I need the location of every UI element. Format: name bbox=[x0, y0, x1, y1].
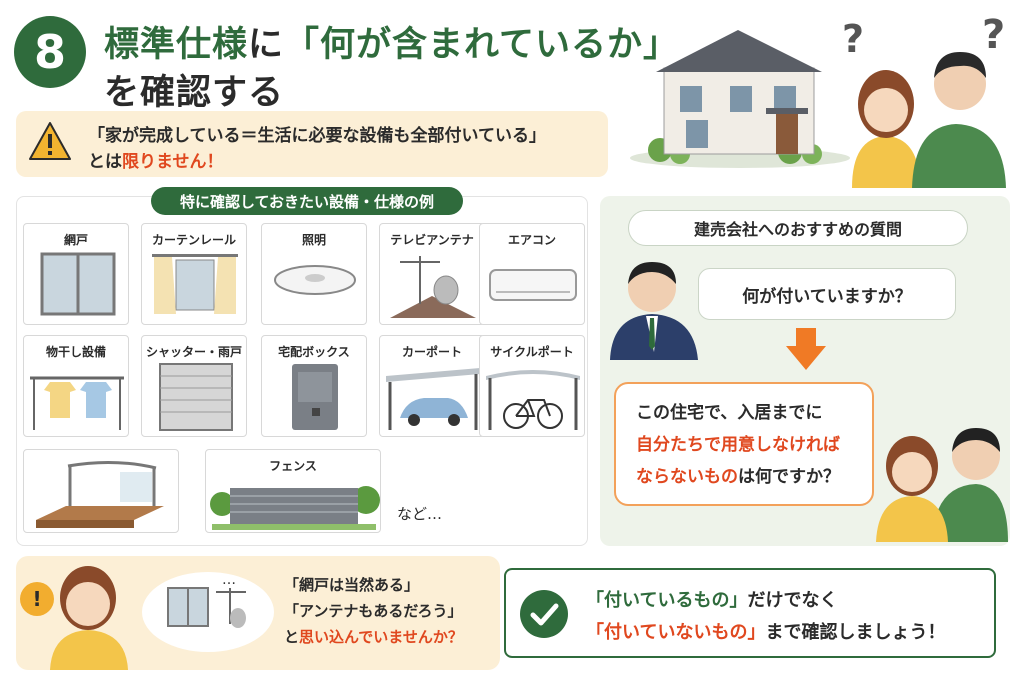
question-bubble-2: この住宅で、入居までに 自分たちで用意しなければ ならないものは何ですか？ bbox=[614, 382, 874, 506]
equipment-panel: 特に確認しておきたい設備・仕様の例 網戸 カーテンレール 照明 テレビアンテナ … bbox=[16, 187, 588, 546]
equip-card-curtain-rail: カーテンレール bbox=[141, 223, 247, 325]
assumption-line1: 「網戸は当然ある」 bbox=[284, 576, 420, 594]
equip-card-carport: カーポート bbox=[379, 335, 485, 437]
equip-label: フェンス bbox=[269, 459, 317, 473]
question-bubble-1: 何が付いていますか？ bbox=[698, 268, 956, 320]
warning-emphasis: 限りません！ bbox=[122, 152, 224, 172]
step-number-badge: 8 bbox=[14, 16, 86, 88]
ceiling-light-icon bbox=[274, 265, 356, 295]
conclusion-green: 「付いているもの」 bbox=[586, 590, 748, 611]
assumption-prefix: と bbox=[284, 628, 300, 646]
exclamation-icon: ! bbox=[20, 582, 54, 616]
cycle-port-icon bbox=[486, 370, 580, 430]
equip-label: サイクルポート bbox=[490, 345, 574, 359]
etc-text: など… bbox=[397, 505, 443, 523]
equip-label: 物干し設備 bbox=[45, 345, 106, 359]
equip-card-cycle-port: サイクルポート bbox=[479, 335, 585, 437]
check-icon bbox=[520, 590, 568, 638]
couple-asking-illustration bbox=[876, 428, 1008, 542]
carport-icon bbox=[386, 368, 480, 430]
house-couple-illustration: ? ? bbox=[630, 12, 1006, 188]
warning-box: 「家が完成している＝生活に必要な設備も全部付いている」 とは限りません！ bbox=[16, 111, 608, 177]
equip-label: エアコン bbox=[507, 233, 556, 247]
title-standard-spec: 標準仕様 bbox=[104, 25, 249, 65]
conclusion-red: 「付いていないもの」 bbox=[586, 622, 766, 643]
q2-line1: この住宅で、入居までに bbox=[636, 403, 823, 423]
delivery-box-icon bbox=[292, 364, 338, 430]
equipment-panel-title: 特に確認しておきたい設備・仕様の例 bbox=[151, 187, 463, 215]
equip-card-deck bbox=[23, 449, 179, 533]
question-panel: 建売会社へのおすすめの質問 何が付いていますか？ この住宅で、入居までに 自分た… bbox=[600, 196, 1010, 546]
equip-label: 照明 bbox=[301, 233, 326, 247]
q2-line2: 自分たちで用意しなければ bbox=[636, 435, 840, 455]
woman-pointing-illustration bbox=[50, 566, 128, 670]
air-conditioner-icon bbox=[489, 269, 577, 301]
clothes-drying-icon bbox=[30, 376, 124, 430]
equip-card-shutter: シャッター・雨戸 bbox=[141, 335, 247, 437]
curtain-rail-icon bbox=[152, 254, 238, 314]
q2-line3: ならないものは何ですか？ bbox=[636, 462, 840, 487]
conclusion-line2: 「付いていないもの」まで確認しましょう！ bbox=[586, 618, 945, 644]
shutter-icon bbox=[159, 363, 233, 431]
fence-icon bbox=[210, 486, 380, 530]
equip-card-screen-door: 網戸 bbox=[23, 223, 129, 325]
assumption-line3: と思い込んでいませんか？ bbox=[284, 626, 463, 647]
warning-icon bbox=[29, 122, 71, 160]
q2-rest: は何ですか？ bbox=[738, 467, 840, 487]
question-panel-title: 建売会社へのおすすめの質問 bbox=[628, 210, 968, 246]
screen-door-icon bbox=[40, 252, 116, 316]
equip-label: テレビアンテナ bbox=[390, 233, 474, 247]
title-particle: に bbox=[248, 25, 285, 65]
conclusion-line1: 「付いているもの」だけでなく bbox=[586, 586, 837, 612]
equip-card-fence: フェンス bbox=[205, 449, 381, 533]
woman-thinking bbox=[852, 70, 920, 188]
equip-card-air-conditioner: エアコン bbox=[479, 223, 585, 325]
equip-label: 網戸 bbox=[63, 233, 88, 247]
question-mark-icon: ? bbox=[842, 17, 864, 61]
thought-cloud-illustration: … bbox=[142, 572, 274, 652]
conclusion-rest2: まで確認しましょう！ bbox=[765, 622, 946, 643]
assumption-box: ! … 「網戸は当然ある」 「アンテナもあるだろう」 と思い込んでいませんか？ bbox=[16, 556, 500, 670]
equip-label: カーテンレール bbox=[151, 233, 236, 247]
equip-label: 宅配ボックス bbox=[278, 345, 350, 359]
equip-card-delivery-box: 宅配ボックス bbox=[261, 335, 367, 437]
warning-prefix: とは bbox=[88, 152, 122, 172]
equip-card-lighting: 照明 bbox=[261, 223, 367, 325]
arrow-down-icon bbox=[786, 328, 826, 370]
page-title-line1: 標準仕様に「何が含まれているか」 bbox=[104, 16, 679, 67]
man-thinking bbox=[912, 52, 1006, 188]
tv-antenna-icon bbox=[390, 256, 476, 318]
equip-label: カーポート bbox=[401, 345, 462, 359]
equip-card-clothes-drying: 物干し設備 bbox=[23, 335, 129, 437]
salesman-illustration bbox=[610, 262, 698, 360]
equip-label: シャッター・雨戸 bbox=[145, 345, 242, 359]
conclusion-box: 「付いているもの」だけでなく 「付いていないもの」まで確認しましょう！ bbox=[504, 568, 996, 658]
warning-text-line1: 「家が完成している＝生活に必要な設備も全部付いている」 bbox=[88, 126, 546, 146]
deck-icon bbox=[36, 460, 164, 528]
thought-dots: … bbox=[222, 572, 236, 588]
warning-text-line2: とは限りません！ bbox=[88, 147, 224, 172]
title-quote: 「何が含まれているか」 bbox=[284, 25, 679, 65]
equip-card-tv-antenna: テレビアンテナ bbox=[379, 223, 485, 325]
q2-emphasis: ならないもの bbox=[636, 467, 738, 487]
assumption-line2: 「アンテナもあるだろう」 bbox=[284, 602, 463, 620]
page-title-line2: を確認する bbox=[104, 73, 285, 113]
assumption-emphasis: 思い込んでいませんか？ bbox=[299, 628, 463, 646]
conclusion-rest1: だけでなく bbox=[747, 590, 838, 611]
question-mark-icon: ? bbox=[982, 12, 1005, 58]
